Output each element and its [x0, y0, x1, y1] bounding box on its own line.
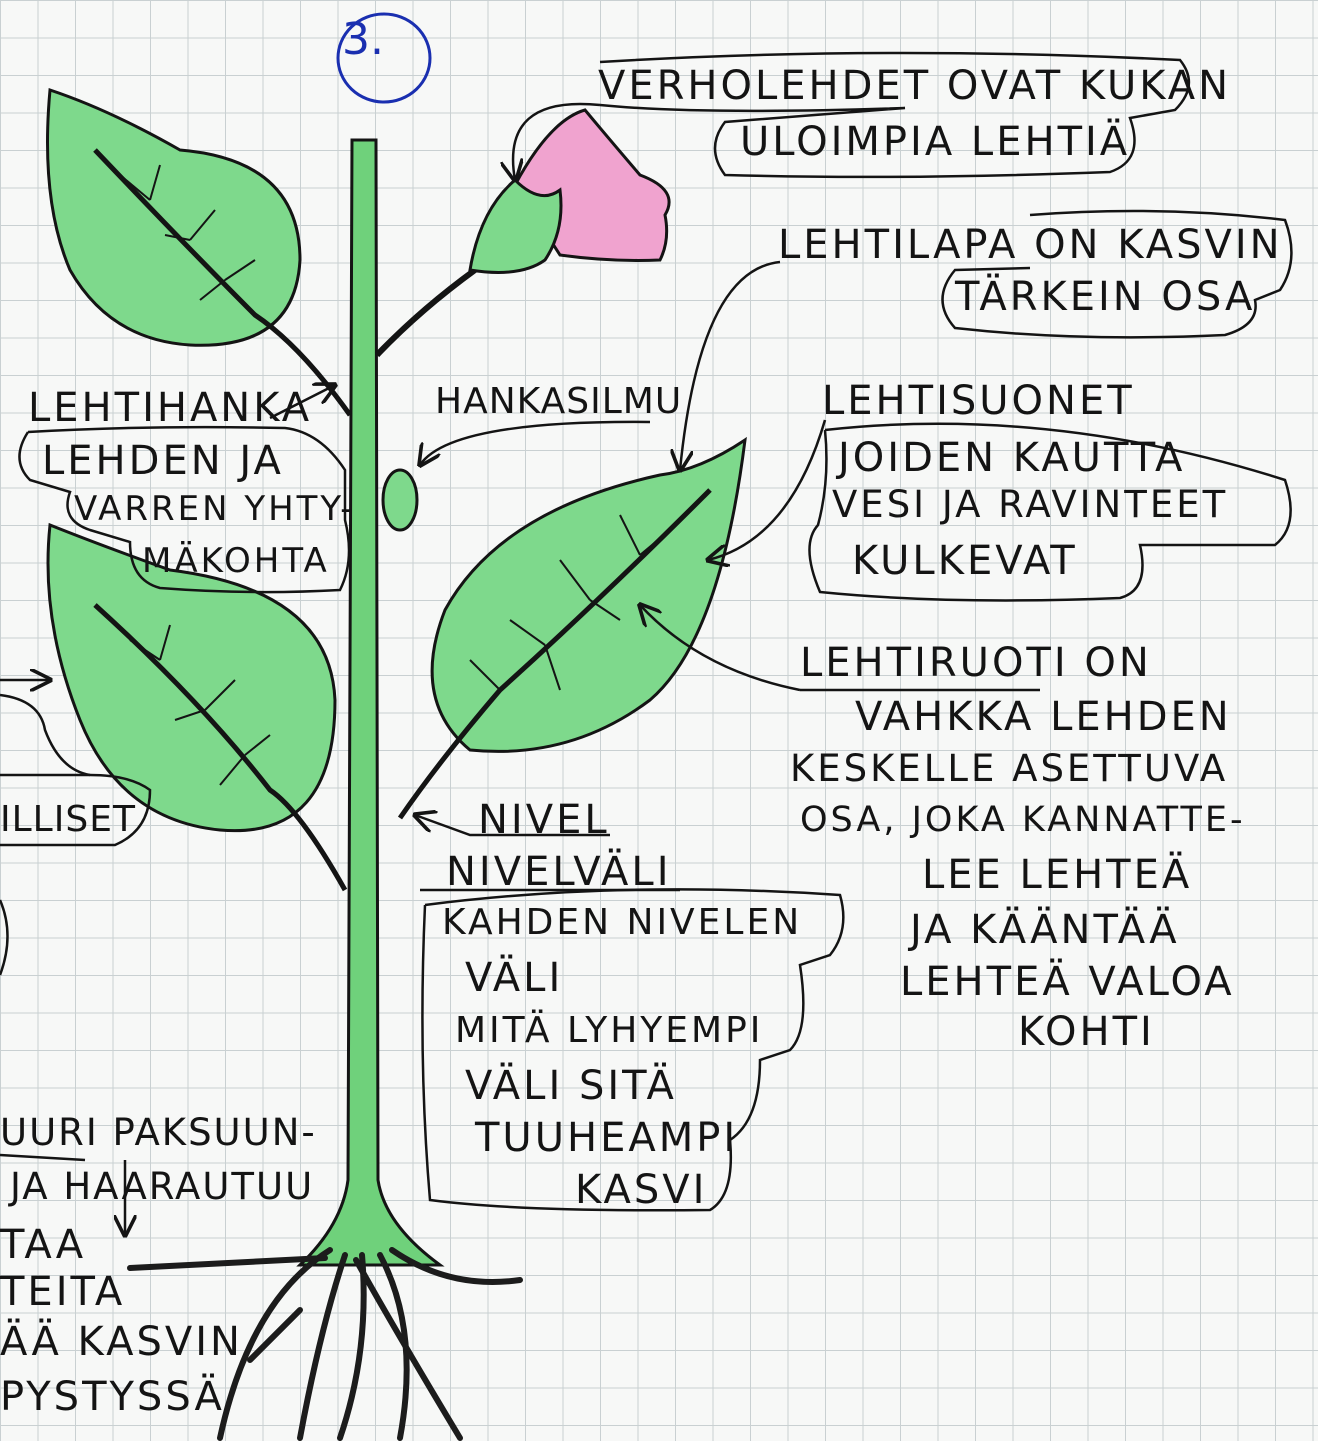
label-left-fragment: ILLISET: [0, 802, 136, 838]
label-lehtiruoti-4: OSA, JOKA KANNATTE-: [800, 803, 1246, 838]
leaf-top-left: [48, 90, 351, 415]
label-nivelvali-4: VÄLI SITÄ: [465, 1066, 677, 1106]
label-juuri-5: ÄÄ KASVIN: [0, 1322, 243, 1362]
label-lehtihanka-3: MÄKOHTA: [142, 544, 330, 578]
label-juuri-1: UURI PAKSUUN-: [0, 1114, 317, 1151]
label-lehtisuonet-3: KULKEVAT: [852, 541, 1078, 581]
label-lehtilapa-1: LEHTILAPA ON KASVIN: [778, 225, 1283, 265]
label-lehtilapa-2: TÄRKEIN OSA: [955, 277, 1255, 317]
pointer-lehtilapa: [680, 262, 780, 470]
leaf-right: [400, 440, 745, 818]
label-lehtiruoti-1: LEHTIRUOTI ON: [800, 643, 1152, 683]
label-nivelvali-6: KASVI: [575, 1170, 707, 1210]
label-nivelvali-title: NIVELVÄLI: [446, 852, 672, 892]
underline-juuri: [0, 1155, 85, 1160]
label-lehtiruoti-5: LEE LEHTEÄ: [922, 855, 1192, 895]
axillary-bud: [383, 470, 417, 530]
label-lehtiruoti-8: KOHTI: [1018, 1012, 1155, 1052]
label-lehtisuonet-1: JOIDEN KAUTTA: [838, 438, 1185, 478]
label-juuri-6: PYSTYSSÄ: [0, 1377, 225, 1417]
label-nivelvali-1: KAHDEN NIVELEN: [442, 905, 802, 941]
label-nivel: NIVEL: [478, 800, 610, 840]
figure-number: 3.: [342, 14, 384, 65]
label-verholehdet-1: VERHOLEHDET OVAT KUKAN: [598, 66, 1231, 106]
label-verholehdet-2: ULOIMPIA LEHTIÄ: [740, 122, 1130, 162]
label-nivelvali-5: TUUHEAMPI: [475, 1118, 738, 1158]
flower-stalk: [377, 270, 475, 355]
pointer-hankasilmu: [420, 422, 650, 465]
label-nivelvali-2: VÄLI: [465, 958, 563, 998]
label-lehtisuonet-2: VESI JA RAVINTEET: [832, 486, 1228, 523]
label-lehtiruoti-3: KESKELLE ASETTUVA: [790, 750, 1228, 787]
flower: [470, 110, 669, 272]
label-lehtisuonet-title: LEHTISUONET: [822, 381, 1135, 421]
callout-left-fragment-2: [0, 900, 8, 975]
label-hankasilmu: HANKASILMU: [435, 384, 682, 420]
label-lehtihanka-title: LEHTIHANKA: [28, 388, 312, 428]
label-lehtihanka-1: LEHDEN JA: [42, 441, 284, 481]
label-lehtihanka-2: VARREN YHTY-: [74, 492, 355, 526]
label-juuri-4: TEITA: [0, 1272, 125, 1312]
label-lehtiruoti-7: LEHTEÄ VALOA: [900, 962, 1235, 1002]
label-juuri-3: TAA: [0, 1225, 86, 1265]
label-nivelvali-3: MITÄ LYHYEMPI: [455, 1013, 763, 1049]
label-lehtiruoti-6: JA KÄÄNTÄÄ: [910, 910, 1180, 950]
label-lehtiruoti-2: VAHKKA LEHDEN: [855, 697, 1232, 737]
label-juuri-2: JA HAARAUTUU: [10, 1168, 314, 1205]
